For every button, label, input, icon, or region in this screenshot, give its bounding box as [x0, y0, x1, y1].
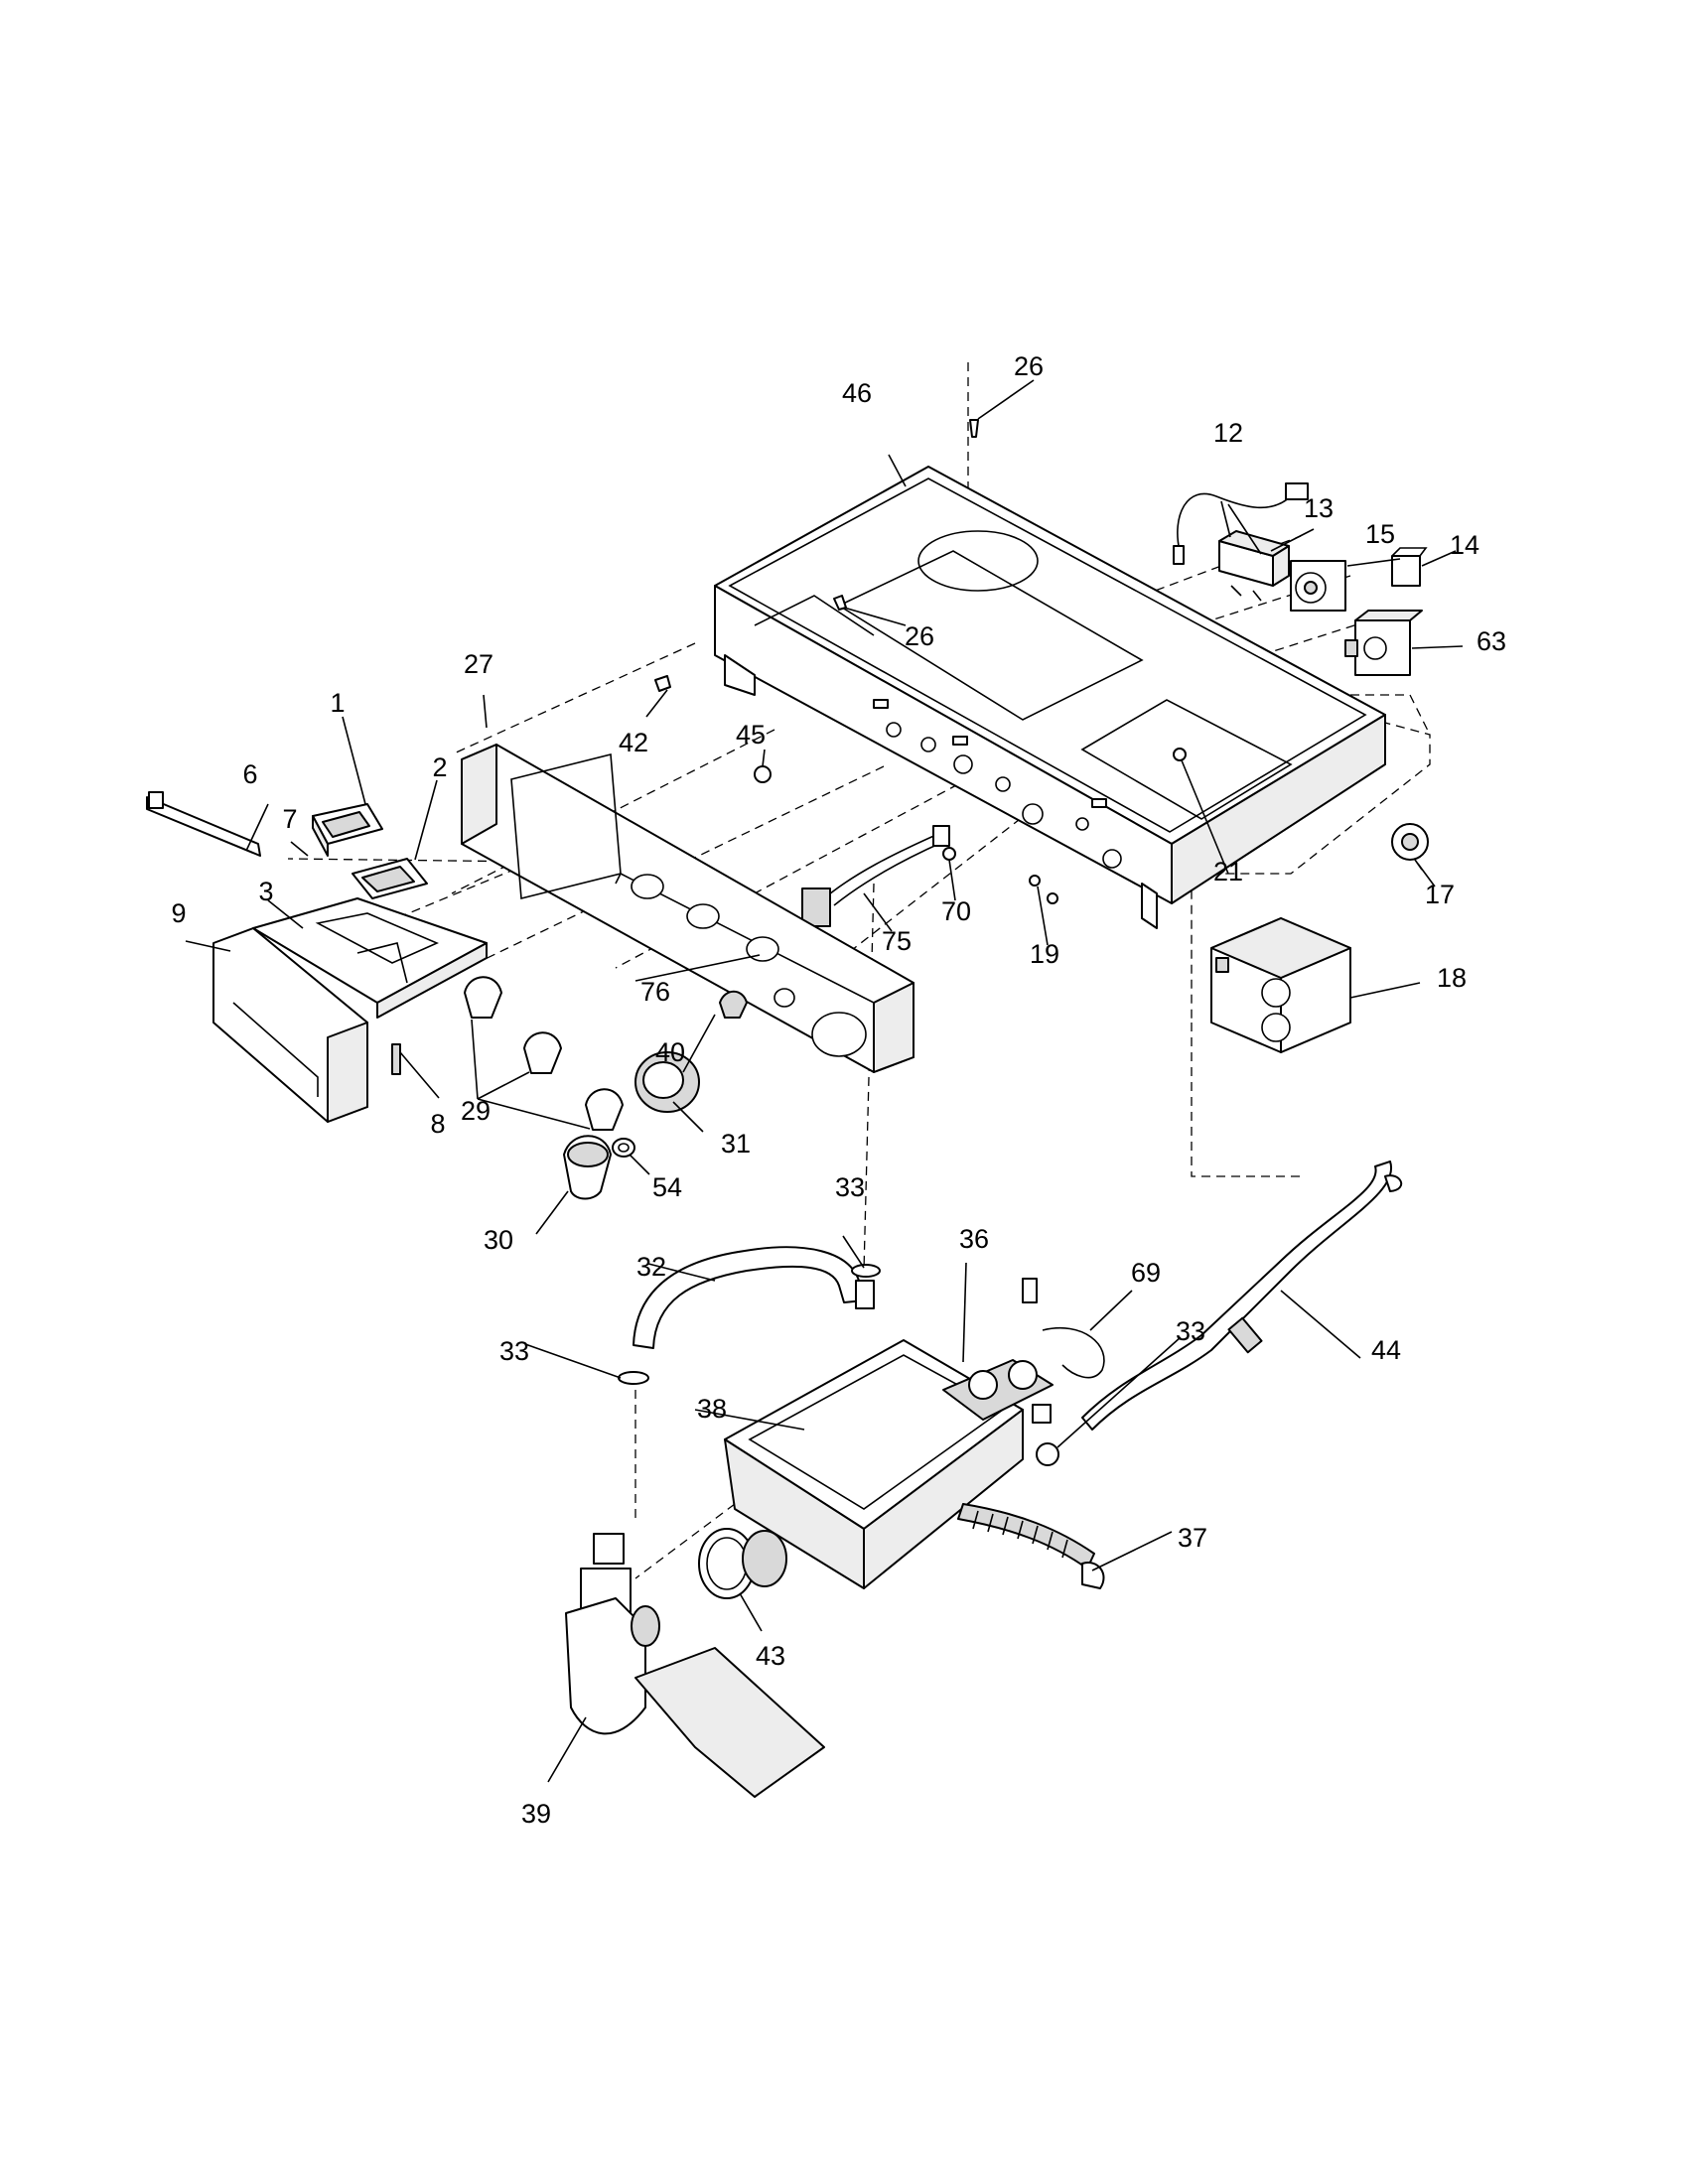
callout-54: 54	[652, 1172, 682, 1202]
callout-29: 29	[461, 1096, 491, 1126]
pressure-switch-17	[1391, 823, 1429, 871]
callout-42: 42	[619, 728, 648, 757]
knob-31	[634, 1051, 700, 1113]
callout-1: 1	[330, 688, 345, 718]
control-board-18	[1210, 917, 1351, 1053]
callout-63: 63	[1477, 626, 1506, 656]
callout-33-c: 33	[1176, 1316, 1205, 1346]
seal-43	[698, 1528, 756, 1599]
callout-17: 17	[1425, 880, 1455, 909]
switch-14	[1391, 547, 1428, 587]
callout-31: 31	[721, 1129, 751, 1159]
callout-26-inner: 26	[905, 621, 934, 651]
callout-13: 13	[1304, 493, 1334, 523]
callout-18: 18	[1437, 963, 1467, 993]
drawer-body-3	[252, 897, 488, 1019]
callout-8: 8	[430, 1109, 445, 1139]
callout-12: 12	[1213, 418, 1243, 448]
switch-63	[1344, 610, 1423, 676]
control-panel-27	[461, 744, 914, 1073]
dispenser-cap-1	[312, 803, 383, 857]
dispenser-cap-2	[352, 858, 428, 899]
knob-30	[563, 1135, 612, 1200]
spring-8	[391, 1043, 401, 1075]
callout-40: 40	[655, 1037, 685, 1067]
screw-70	[942, 847, 956, 861]
clamp-33-a	[851, 1264, 881, 1278]
water-valve-36	[942, 1359, 1054, 1424]
callout-36: 36	[959, 1224, 989, 1254]
switch-13	[1218, 530, 1290, 602]
fill-duct-39	[565, 1533, 825, 1798]
screw-42	[654, 675, 671, 692]
clip-45	[754, 765, 772, 783]
callout-32: 32	[636, 1252, 666, 1282]
clamp-33-c	[1036, 1442, 1059, 1466]
callout-44: 44	[1371, 1335, 1401, 1365]
callout-30: 30	[484, 1225, 513, 1255]
callout-9: 9	[171, 898, 186, 928]
screws-19	[1029, 875, 1058, 904]
knobs-29	[464, 976, 624, 1131]
callout-26-top: 26	[1014, 351, 1044, 381]
detergent-drawer-9	[212, 927, 368, 1123]
screw-26-top	[969, 419, 979, 438]
main-frame-panel	[714, 466, 1386, 929]
wire-harness-75	[801, 825, 950, 927]
callout-19: 19	[1030, 939, 1059, 969]
callout-14: 14	[1450, 530, 1479, 560]
callout-15: 15	[1365, 519, 1395, 549]
siphon-6	[146, 791, 261, 857]
callout-7: 7	[282, 804, 297, 834]
valve-wiring-69	[1022, 1278, 1105, 1379]
callout-37: 37	[1178, 1523, 1207, 1553]
selector-switch-15	[1290, 560, 1346, 612]
knob-40	[719, 990, 748, 1019]
callout-2: 2	[432, 752, 447, 782]
leader-lines	[185, 379, 1464, 1783]
callout-76: 76	[640, 977, 670, 1007]
callout-75: 75	[882, 926, 912, 956]
callout-69: 69	[1131, 1258, 1161, 1288]
drain-hose-37	[957, 1503, 1105, 1589]
fill-hose-44	[1081, 1160, 1403, 1431]
callout-70: 70	[941, 896, 971, 926]
callout-3: 3	[258, 877, 273, 906]
callout-33-b: 33	[499, 1336, 529, 1366]
wire-harness-12	[1173, 482, 1309, 565]
hose-32	[633, 1246, 875, 1349]
washer-54	[612, 1138, 635, 1158]
callout-45: 45	[736, 720, 766, 750]
callout-39: 39	[521, 1799, 551, 1829]
callout-43: 43	[756, 1641, 785, 1671]
callout-labels: 1 2 3 6 7 8 9 12 13 14 15 17 18 19 21 26…	[171, 351, 1506, 1829]
clamp-33-b	[618, 1371, 649, 1385]
callout-38: 38	[697, 1394, 727, 1424]
callout-33-a: 33	[835, 1172, 865, 1202]
callout-46: 46	[842, 378, 872, 408]
callout-27: 27	[464, 649, 493, 679]
screw-21	[1173, 748, 1187, 761]
callout-21: 21	[1213, 857, 1243, 887]
callout-6: 6	[242, 759, 257, 789]
housing-outlet	[742, 1530, 787, 1587]
